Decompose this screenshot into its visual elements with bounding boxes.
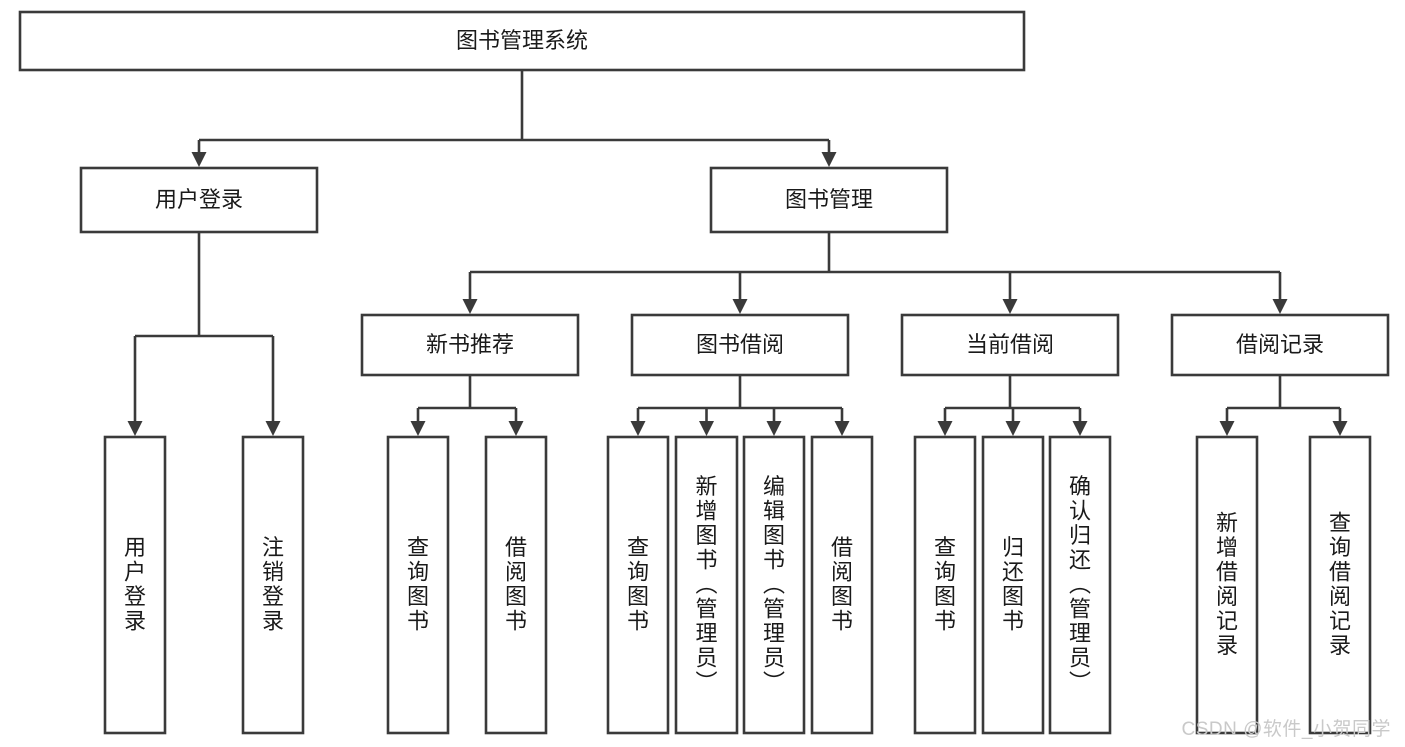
arrow-head-icon [191, 152, 207, 167]
node-box-leaf-user-login [103, 435, 167, 735]
node-label-leaf-return-book: 归还图书 [1002, 535, 1024, 634]
node-box-leaf-query-book-borrow [606, 435, 670, 735]
node-label-leaf-borrow-book-recommend: 借阅图书 [505, 535, 527, 634]
node-label-book-borrow: 图书借阅 [696, 332, 784, 357]
edge-group-new-book-recommend [410, 375, 524, 436]
node-box-leaf-add-borrow-record [1195, 435, 1259, 735]
node-box-borrow-record [1170, 313, 1390, 377]
arrow-head-icon [1072, 421, 1088, 436]
node-label-root: 图书管理系统 [456, 28, 588, 53]
arrow-head-icon [1332, 421, 1348, 436]
edge-group-book-manage [462, 232, 1288, 314]
arrow-head-icon [1272, 299, 1288, 314]
node-label-leaf-query-book-recommend: 查询图书 [407, 535, 429, 634]
arrow-head-icon [410, 421, 426, 436]
node-label-current-borrow: 当前借阅 [966, 332, 1054, 357]
node-box-leaf-logout [241, 435, 305, 735]
arrow-head-icon [1005, 421, 1021, 436]
nodes-layer: 图书管理系统用户登录图书管理新书推荐图书借阅当前借阅借阅记录用户登录注销登录查询… [18, 10, 1390, 735]
node-label-leaf-borrow-book: 借阅图书 [831, 535, 853, 634]
node-root[interactable]: 图书管理系统 [18, 10, 1026, 72]
node-leaf-logout[interactable]: 注销登录 [241, 435, 305, 735]
arrow-head-icon [821, 152, 837, 167]
node-box-leaf-confirm-return-admin [1048, 435, 1112, 735]
node-new-book-recommend[interactable]: 新书推荐 [360, 313, 580, 377]
node-label-leaf-query-book-borrow: 查询图书 [627, 535, 649, 634]
node-user-login[interactable]: 用户登录 [79, 166, 319, 234]
arrow-head-icon [1002, 299, 1018, 314]
node-book-manage[interactable]: 图书管理 [709, 166, 949, 234]
node-label-leaf-add-borrow-record: 新增借阅记录 [1216, 511, 1238, 659]
connectors-layer [127, 70, 1348, 436]
node-leaf-return-book[interactable]: 归还图书 [981, 435, 1045, 735]
node-box-leaf-borrow-book-recommend [484, 435, 548, 735]
node-label-leaf-edit-book-admin: 编辑图书︵管理员︶ [763, 474, 785, 695]
arrow-head-icon [732, 299, 748, 314]
node-box-leaf-return-book [981, 435, 1045, 735]
node-box-leaf-query-book-recommend [386, 435, 450, 735]
arrow-head-icon [766, 421, 782, 436]
node-box-new-book-recommend [360, 313, 580, 377]
node-leaf-confirm-return-admin[interactable]: 确认归还︵管理员︶ [1048, 435, 1112, 735]
node-box-book-manage [709, 166, 949, 234]
node-box-leaf-query-borrow-record [1308, 435, 1372, 735]
node-box-current-borrow [900, 313, 1120, 377]
arrow-head-icon [1219, 421, 1235, 436]
edge-group-user-login [127, 232, 281, 436]
arrow-head-icon [462, 299, 478, 314]
node-label-book-manage: 图书管理 [785, 187, 873, 212]
node-leaf-user-login[interactable]: 用户登录 [103, 435, 167, 735]
node-label-leaf-user-login: 用户登录 [124, 535, 146, 634]
node-label-leaf-logout: 注销登录 [262, 535, 284, 634]
node-leaf-query-book-current[interactable]: 查询图书 [913, 435, 977, 735]
node-leaf-add-book-admin[interactable]: 新增图书︵管理员︶ [674, 435, 739, 735]
node-leaf-borrow-book[interactable]: 借阅图书 [810, 435, 874, 735]
arrow-head-icon [937, 421, 953, 436]
node-label-leaf-add-book-admin: 新增图书︵管理员︶ [695, 474, 717, 695]
node-label-user-login: 用户登录 [155, 187, 243, 212]
node-box-leaf-borrow-book [810, 435, 874, 735]
node-book-borrow[interactable]: 图书借阅 [630, 313, 850, 377]
arrow-head-icon [508, 421, 524, 436]
node-box-user-login [79, 166, 319, 234]
edge-group-current-borrow [937, 375, 1088, 436]
edge-group-book-borrow [630, 375, 850, 436]
arrow-head-icon [699, 421, 714, 436]
node-leaf-query-borrow-record[interactable]: 查询借阅记录 [1308, 435, 1372, 735]
csdn-watermark: CSDN @软件_小贺同学 [1181, 719, 1391, 740]
node-leaf-query-book-borrow[interactable]: 查询图书 [606, 435, 670, 735]
node-current-borrow[interactable]: 当前借阅 [900, 313, 1120, 377]
node-box-root [18, 10, 1026, 72]
node-box-book-borrow [630, 313, 850, 377]
node-label-leaf-confirm-return-admin: 确认归还︵管理员︶ [1069, 474, 1091, 695]
node-leaf-borrow-book-recommend[interactable]: 借阅图书 [484, 435, 548, 735]
node-box-leaf-edit-book-admin [742, 435, 806, 735]
node-borrow-record[interactable]: 借阅记录 [1170, 313, 1390, 377]
arrow-head-icon [265, 421, 281, 436]
node-label-new-book-recommend: 新书推荐 [426, 332, 514, 357]
node-box-leaf-query-book-current [913, 435, 977, 735]
edge-group-borrow-record [1219, 375, 1348, 436]
arrow-head-icon [834, 421, 850, 436]
node-leaf-add-borrow-record[interactable]: 新增借阅记录 [1195, 435, 1259, 735]
node-label-leaf-query-borrow-record: 查询借阅记录 [1329, 511, 1351, 659]
node-leaf-edit-book-admin[interactable]: 编辑图书︵管理员︶ [742, 435, 806, 735]
arrow-head-icon [630, 421, 646, 436]
node-box-leaf-add-book-admin [674, 435, 739, 735]
edge-group-root [191, 70, 837, 167]
node-label-borrow-record: 借阅记录 [1236, 332, 1324, 357]
arrow-head-icon [127, 421, 143, 436]
node-leaf-query-book-recommend[interactable]: 查询图书 [386, 435, 450, 735]
node-label-leaf-query-book-current: 查询图书 [934, 535, 956, 634]
